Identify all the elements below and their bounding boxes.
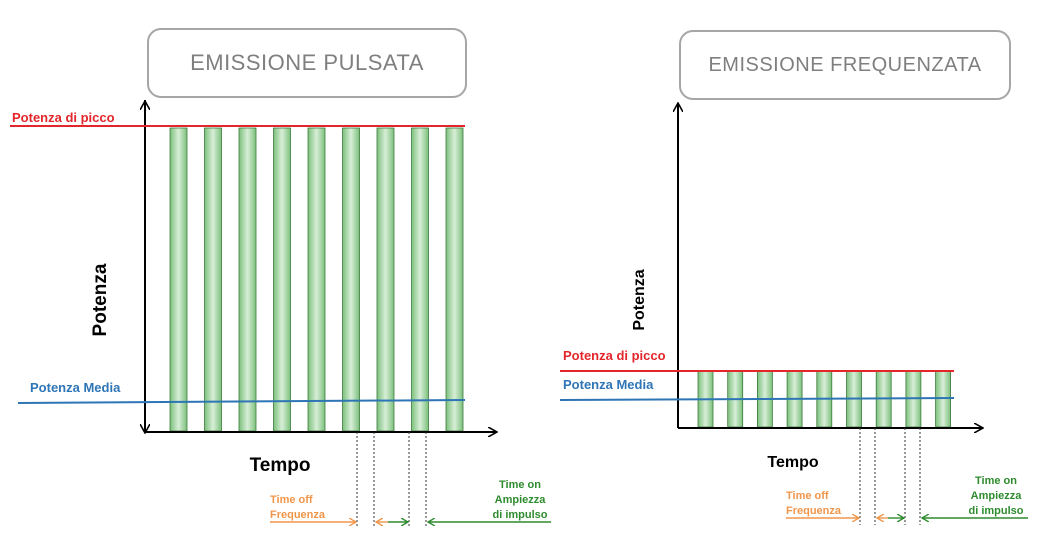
ampiezza-label-pulsata: Ampiezza <box>495 494 547 506</box>
frequenza-label-pulsata: Frequenza <box>270 509 326 521</box>
frequenza-label-frequenzata: Frequenza <box>786 505 842 517</box>
mean-line-frequenzata <box>559 397 955 401</box>
pulse-bar-pulsata <box>273 127 291 432</box>
di-impulso-label-pulsata: di impulso <box>493 509 548 521</box>
pulse-bar-pulsata <box>411 127 429 432</box>
title-frequenzata: EMISSIONE FREQUENZATA <box>708 53 982 76</box>
x-axis-label-pulsata: Tempo <box>250 455 311 476</box>
peak-label-pulsata: Potenza di picco <box>12 110 115 125</box>
y-axis-label-pulsata: Potenza <box>90 263 111 336</box>
title-box-pulsata: EMISSIONE PULSATA <box>147 28 467 98</box>
pulse-bar-pulsata <box>342 127 360 432</box>
time-off-label-pulsata: Time off <box>270 494 313 506</box>
pulse-bar-pulsata <box>445 127 464 432</box>
pulse-bar-pulsata <box>376 127 395 432</box>
peak-label-frequenzata: Potenza di picco <box>563 348 666 363</box>
panel-pulsata: Potenza di picco Potenza Media Potenza T… <box>10 100 551 528</box>
y-axis-label-frequenzata: Potenza <box>631 269 648 330</box>
x-axis-label-frequenzata: Tempo <box>767 454 818 471</box>
mean-line-pulsata <box>17 399 466 404</box>
pulse-bar-pulsata <box>238 127 257 432</box>
pulse-group-pulsata <box>169 127 464 432</box>
pulse-bar-pulsata <box>307 127 326 432</box>
time-off-label-frequenzata: Time off <box>786 490 829 502</box>
title-pulsata: EMISSIONE PULSATA <box>190 50 424 75</box>
time-on-label-frequenzata: Time on <box>975 475 1017 487</box>
mean-label-pulsata: Potenza Media <box>30 380 121 395</box>
title-box-frequenzata: EMISSIONE FREQUENZATA <box>679 30 1011 100</box>
panel-frequenzata: Potenza di picco Potenza Media Potenza T… <box>559 104 1028 525</box>
mean-label-frequenzata: Potenza Media <box>563 377 654 392</box>
pulse-bar-pulsata <box>204 127 222 432</box>
ampiezza-label-frequenzata: Ampiezza <box>971 490 1023 502</box>
time-on-label-pulsata: Time on <box>499 479 541 491</box>
pulse-bar-pulsata <box>169 127 188 432</box>
di-impulso-label-frequenzata: di impulso <box>969 505 1024 517</box>
